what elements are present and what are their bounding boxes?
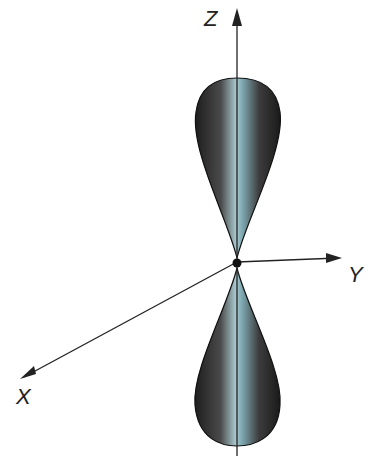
axis-label: Z — [204, 8, 217, 30]
axis-label: X — [16, 386, 31, 408]
x-arrowhead — [20, 366, 36, 379]
y-axis — [237, 258, 338, 262]
origin-dot — [233, 259, 242, 268]
upper-lobe — [195, 78, 280, 258]
z-arrowhead — [232, 8, 242, 26]
z-axis — [236, 22, 237, 456]
y-arrowhead — [326, 253, 342, 263]
axis-label: Y — [348, 264, 363, 286]
